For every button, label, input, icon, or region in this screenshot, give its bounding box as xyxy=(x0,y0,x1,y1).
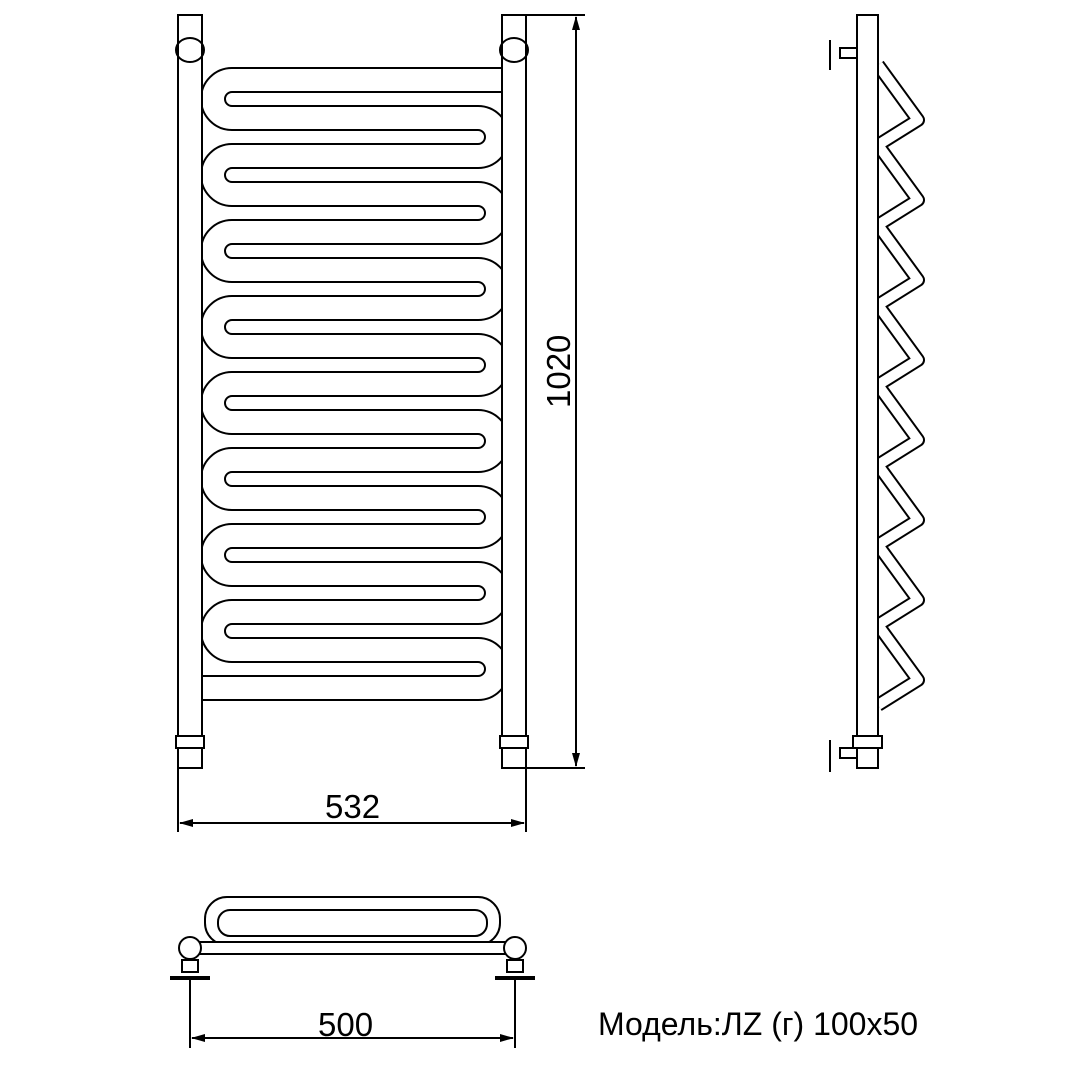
left-rail xyxy=(177,14,203,769)
right-rail-cap xyxy=(499,735,529,749)
right-wall-mount xyxy=(499,37,529,63)
right-rail xyxy=(501,14,527,769)
width-dimension-label: 532 xyxy=(325,788,381,825)
front-view xyxy=(175,14,585,832)
serpentine-tube-inner xyxy=(202,69,508,699)
center-distance-label: 500 xyxy=(318,1006,374,1043)
model-label: Модель:ЛZ (г) 100х50 xyxy=(598,1006,919,1042)
left-rail-cap xyxy=(175,735,205,749)
top-view xyxy=(170,896,535,1048)
side-view xyxy=(829,14,925,772)
height-dimension-label: 1020 xyxy=(540,334,577,408)
left-wall-mount xyxy=(175,37,205,63)
